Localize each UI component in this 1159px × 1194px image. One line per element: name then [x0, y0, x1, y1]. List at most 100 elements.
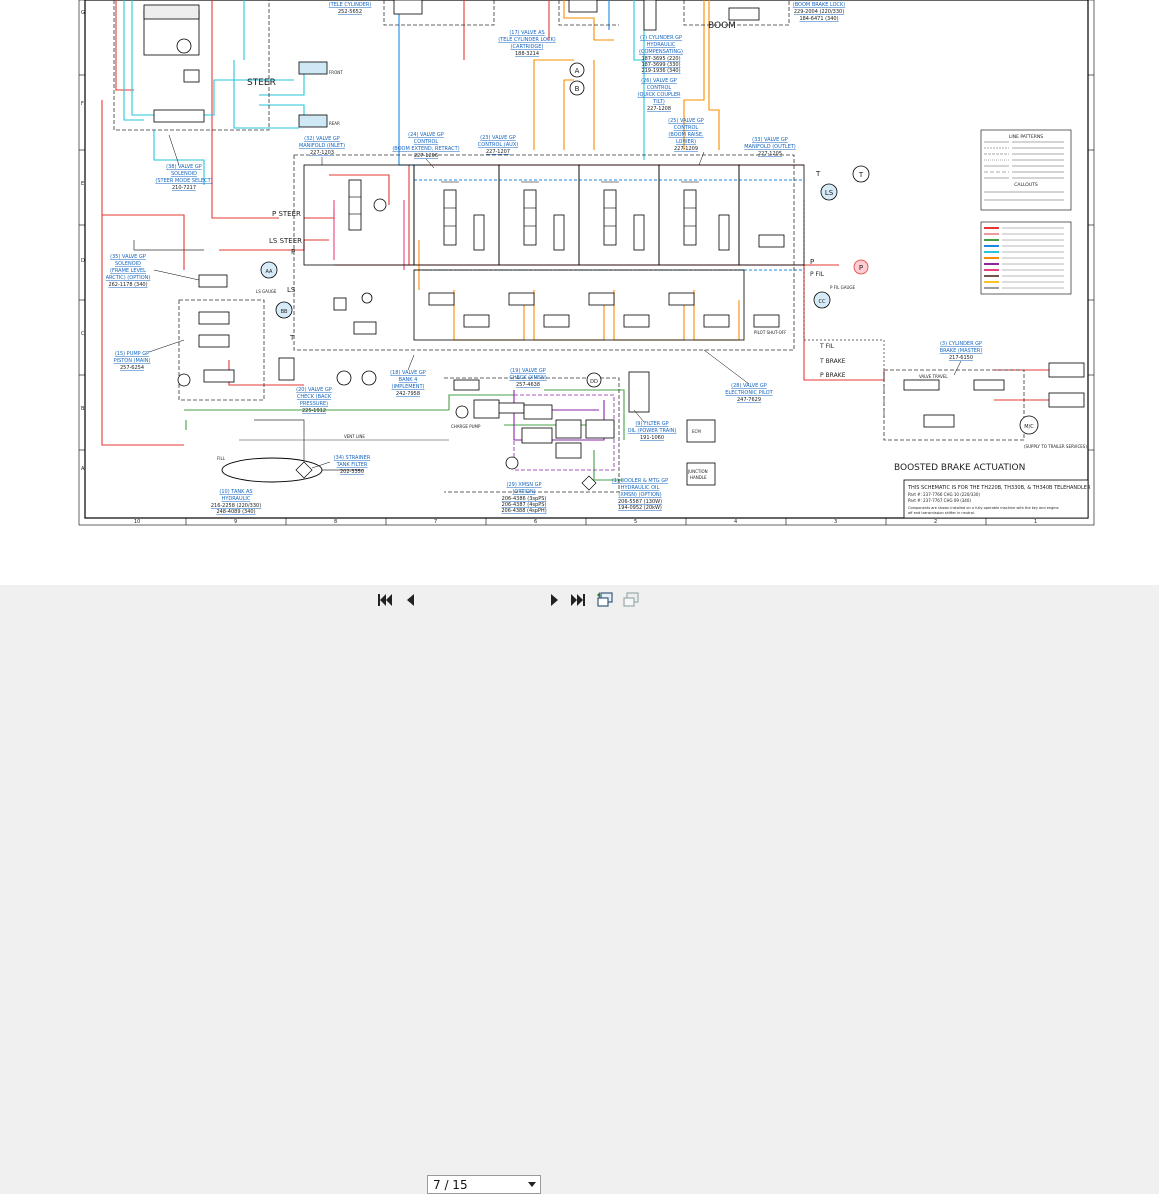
tank-10-callout[interactable]: (10) TANK AS: [219, 489, 252, 495]
fill-label: FILL: [217, 456, 226, 461]
grid-row-label: E: [81, 181, 84, 187]
cylinder-7-pn-2: 187-3699 (330): [641, 62, 680, 68]
fit-page-icon[interactable]: [595, 590, 615, 610]
hydraulic-tank: [221, 457, 323, 483]
port-p-fil-label: P FIL: [810, 271, 825, 278]
valve-23-callout[interactable]: (23) VALVE GP: [480, 135, 516, 141]
pump-15-pn: 257-6254: [120, 365, 144, 371]
cylinder-7-callout[interactable]: (7) CYLINDER GP: [640, 35, 682, 41]
gauge-aa-label: AA: [266, 269, 274, 275]
tele-cylinder-pn: 252-5652: [338, 9, 362, 15]
valve-17-callout[interactable]: (17) VALVE AS: [509, 30, 544, 36]
front-label: FRONT: [329, 70, 343, 75]
tank-10-pn-2: 248-4089 (340): [216, 509, 255, 515]
cylinder-3-callout[interactable]: (3) CYLINDER GP: [940, 341, 982, 347]
filter-9-line-2: OIL (POWER TRAIN): [628, 428, 677, 434]
boom-brake-callout[interactable]: (BOOM BRAKE LOCK): [793, 2, 846, 8]
pilot-shutoff-label: PILOT SHUT-OFF: [754, 330, 787, 335]
title-block-line-3: Part #: 237-7767 CHG 09 (340): [908, 498, 971, 503]
last-page-icon[interactable]: [568, 590, 588, 610]
tele-cylinder-callout[interactable]: (TELE CYLINDER): [329, 2, 372, 8]
xmsn-29-callout[interactable]: (29) XMSN GP: [507, 482, 542, 488]
grid-row-label: A: [81, 466, 85, 472]
grid-col-label: 4: [734, 519, 737, 525]
grid-row-label: F: [81, 101, 84, 107]
handle-label: HANDLE: [690, 475, 707, 480]
valve-35-callout[interactable]: (35) VALVE GP: [110, 254, 146, 260]
valve-35-line-4: ARCTIC) (OPTION): [106, 275, 151, 281]
filter-9-callout[interactable]: (9) FILTER GP: [635, 421, 668, 427]
cylinder-3-pn: 217-6150: [949, 355, 973, 361]
strainer-34-pn: 202-3350: [340, 469, 364, 475]
grid-col-label: 2: [934, 519, 937, 525]
valve-33-line-2: MANIFOLD (OUTLET): [744, 144, 796, 150]
title-block-line-2: Part #: 237-7766 CHG 10 (220/330): [908, 492, 980, 497]
valve-33-pn: 227-1205: [758, 151, 782, 157]
valve-19-callout[interactable]: (19) VALVE GP: [510, 368, 546, 374]
gauge-cc-label: CC: [819, 299, 826, 305]
rear-label: REAR: [329, 121, 340, 126]
valve-18-line-3: (IMPLEMENT): [392, 384, 425, 390]
drawing-border: [84, 0, 1089, 519]
vent-line-label: VENT LINE: [344, 434, 365, 439]
valve-38-line-3: (STEER MODE SELECT): [155, 178, 212, 184]
page-number-input[interactable]: [428, 1177, 523, 1192]
grid-col-label: 5: [634, 519, 637, 525]
filter-9-pn: 191-1060: [640, 435, 664, 441]
rotate-page-icon[interactable]: [621, 590, 641, 610]
gauge-mc-label: M/C: [1024, 424, 1034, 430]
charge-pump-label: CHARGE PUMP: [451, 424, 481, 429]
valve-33-callout[interactable]: (33) VALVE GP: [752, 137, 788, 143]
valve-26-pn: 227-1208: [647, 106, 671, 112]
ls-gauge-label: LS GAUGE: [256, 289, 277, 294]
strainer-34-callout[interactable]: (34) STRAINER: [334, 455, 371, 461]
grid-col-label: 9: [234, 519, 237, 525]
valve-23-line-2: CONTROL (AUX): [478, 142, 518, 148]
next-page-icon[interactable]: [545, 590, 565, 610]
valve-28-callout[interactable]: (28) VALVE GP: [731, 383, 767, 389]
valve-26-callout[interactable]: (26) VALVE GP: [641, 78, 677, 84]
valve-38-line-2: SOLENOID: [171, 171, 197, 177]
valve-24-callout[interactable]: (24) VALVE GP: [408, 132, 444, 138]
xmsn-29-pn-3: 206-4388 (4spPH): [501, 508, 546, 514]
valve-20-pn: 225-1912: [302, 408, 326, 414]
valve-24-line-3: (BOOM EXTEND, RETRACT): [392, 146, 459, 152]
xmsn-29-line-2: (OPTION): [512, 489, 535, 495]
port-t-brake-label: T BRAKE: [819, 358, 846, 365]
valve-17-line-2: (TELE CYLINDER LOCK): [498, 37, 556, 43]
xmsn-29-pn-1: 206-4386 (3spPS): [502, 496, 547, 502]
cooler-1-pn-2: 194-0952 (20kW): [618, 505, 662, 511]
pump-15-callout[interactable]: (15) PUMP GP: [115, 351, 149, 357]
gauge-ls-label: LS: [825, 189, 834, 197]
valve-20-callout[interactable]: (20) VALVE GP: [296, 387, 332, 393]
first-page-icon[interactable]: [375, 590, 395, 610]
valve-38-callout[interactable]: (38) VALVE GP: [166, 164, 202, 170]
page-selector[interactable]: [427, 1175, 541, 1194]
tank-10-line-2: HYDRAULIC: [222, 496, 251, 502]
strainer-34-line-2: TANK FILTER: [336, 462, 368, 468]
port-t-label: T: [289, 334, 295, 342]
port-p-steer-label: P STEER: [272, 210, 301, 218]
document-viewport[interactable]: 10 9 8 7 6 5 4 3 2 1 G F E D C B A: [0, 0, 1159, 586]
valve-25-line-4: LOWER): [676, 139, 696, 145]
valve-18-callout[interactable]: (18) VALVE GP: [390, 370, 426, 376]
valve-18-line-2: BANK 4: [399, 377, 418, 383]
valve-25-callout[interactable]: (25) VALVE GP: [668, 118, 704, 124]
chevron-down-icon[interactable]: [528, 1182, 536, 1187]
cooler-1-callout[interactable]: (1) COOLER & MTG GP: [612, 478, 668, 484]
port-p-right-label: P: [810, 258, 814, 266]
previous-page-icon[interactable]: [400, 590, 420, 610]
grid-row-label: B: [81, 406, 85, 412]
grid-row-label: C: [81, 331, 85, 337]
line-patterns-title: LINE PATTERNS: [1009, 134, 1043, 140]
cylinder-3-line-2: BRAKE (MASTER): [940, 348, 983, 354]
valve-32-callout[interactable]: (32) VALVE GP: [304, 136, 340, 142]
valve-20-line-2: CHECK (BACK: [297, 394, 332, 400]
grid-row-label: G: [81, 10, 85, 16]
valve-25-pn: 227-1209: [674, 146, 698, 152]
gauge-b-label: B: [575, 85, 580, 93]
valve-18-pn: 242-7958: [396, 391, 420, 397]
cooler-1-line-2: HYDRAULIC OIL: [621, 485, 660, 491]
boosted-brake-label: BOOSTED BRAKE ACTUATION: [894, 463, 1025, 473]
valve-20-line-3: PRESSURE): [300, 401, 328, 407]
